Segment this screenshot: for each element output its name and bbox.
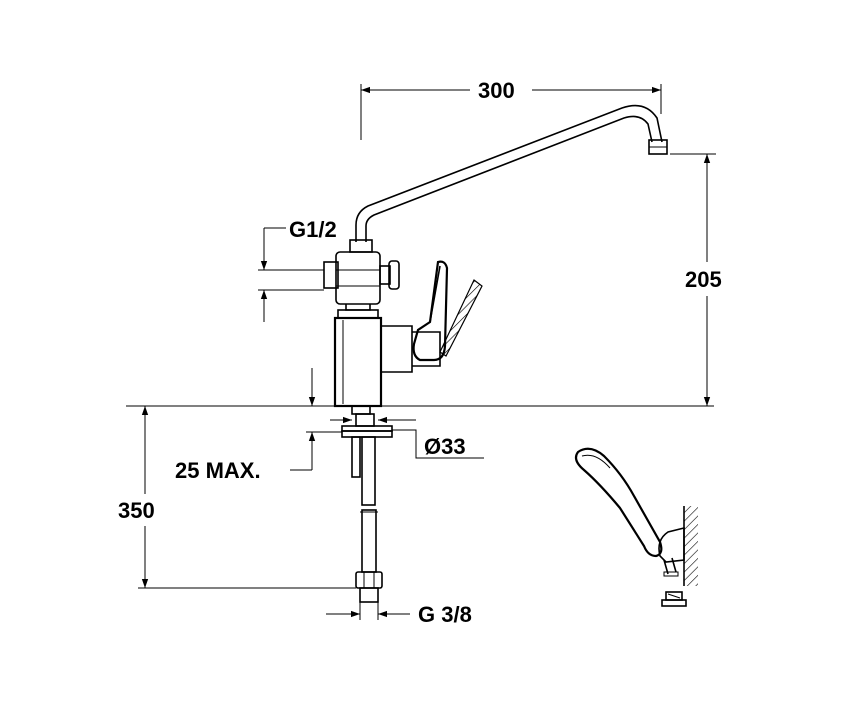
dim-hose-thread: G 3/8 xyxy=(418,602,472,627)
dim-hole-diameter: Ø33 xyxy=(424,434,466,459)
lever-handle xyxy=(412,260,449,362)
spout xyxy=(355,104,663,242)
supply-tail xyxy=(351,436,361,478)
dim-hose-length: 350 xyxy=(118,498,155,523)
shower-head xyxy=(574,447,663,558)
dim-spout-height: 205 xyxy=(685,267,722,292)
dim-inlet-thread: G1/2 xyxy=(289,217,337,242)
dimension-lines xyxy=(126,84,716,620)
wall-bracket xyxy=(658,526,685,563)
valve-knob xyxy=(388,260,400,290)
mixer-body xyxy=(333,316,383,408)
flex-hose xyxy=(361,509,377,573)
hose-nut xyxy=(355,571,383,589)
faucet-drawing xyxy=(323,104,668,603)
dim-deck-thickness: 25 MAX. xyxy=(175,458,261,483)
hand-shower-detail xyxy=(574,447,698,607)
inlet-tee xyxy=(335,251,381,305)
lever-alt-position xyxy=(439,279,483,357)
dim-spout-reach: 300 xyxy=(478,78,515,103)
